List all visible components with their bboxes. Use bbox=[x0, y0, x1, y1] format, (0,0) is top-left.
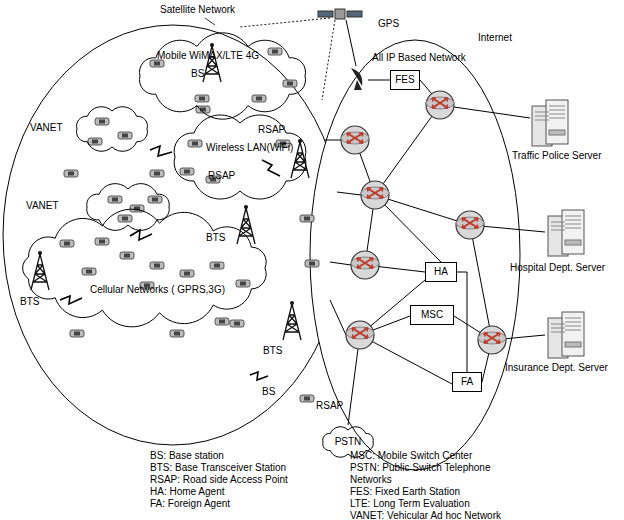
legend-text: FES: Fixed Earth Station bbox=[350, 486, 460, 498]
server-label: Hospital Dept. Server bbox=[510, 262, 605, 274]
vehicle-icon bbox=[150, 60, 164, 67]
server-label: Traffic Police Server bbox=[512, 150, 601, 162]
vehicle-icon bbox=[268, 48, 282, 55]
vehicle-icon bbox=[95, 238, 109, 245]
rsap-antenna bbox=[291, 139, 309, 178]
leader-line bbox=[205, 18, 215, 25]
vehicle-icon bbox=[88, 138, 102, 145]
vehicle-icon bbox=[300, 215, 314, 222]
legend-text: LTE: Long Term Evaluation bbox=[350, 498, 470, 510]
node-text: VANET bbox=[30, 122, 63, 134]
network-cloud: Cellular Networks ( GPRS,3G) bbox=[20, 218, 270, 318]
network-cloud: Mobile WiMAX/LTE 4G BS bbox=[135, 40, 310, 112]
vehicle-icon bbox=[150, 262, 164, 269]
ip-network-region bbox=[310, 40, 520, 470]
node-text: FES bbox=[395, 74, 414, 86]
legend-text: HA: Home Agent bbox=[150, 486, 224, 498]
vehicle-icon bbox=[170, 330, 184, 337]
earth-station-dish bbox=[351, 68, 362, 90]
station-box: FES bbox=[390, 70, 420, 90]
region-label: Internet bbox=[478, 32, 512, 44]
node-text: VANET bbox=[26, 200, 59, 212]
vehicle-icon bbox=[108, 196, 122, 203]
vehicle-icon bbox=[305, 260, 319, 267]
agent-box: FA bbox=[452, 372, 482, 392]
vehicle-icon bbox=[82, 268, 96, 275]
vehicle-icon bbox=[180, 270, 194, 277]
cloud-outline bbox=[20, 218, 270, 318]
cloud-outline bbox=[72, 106, 152, 152]
legend-text: MSC: Mobile Switch Center bbox=[350, 450, 472, 462]
bts-tower bbox=[237, 205, 255, 244]
vehicle-icon bbox=[236, 280, 250, 287]
vehicle-icon bbox=[120, 252, 134, 259]
vehicle-icon bbox=[95, 118, 109, 125]
agent-box: HA bbox=[425, 262, 457, 282]
node-text: FA bbox=[461, 376, 473, 388]
vehicle-icon bbox=[230, 320, 244, 327]
device-label: BS bbox=[262, 386, 275, 398]
satellite-link bbox=[346, 20, 356, 66]
bs-tower bbox=[203, 43, 221, 82]
vehicle-icon bbox=[64, 170, 78, 177]
vehicle-icon bbox=[118, 215, 132, 222]
legend-text: BTS: Base Transceiver Station bbox=[150, 462, 286, 474]
device-label: BTS bbox=[20, 296, 39, 308]
vehicle-icon bbox=[118, 132, 132, 139]
server-label: Insurance Dept. Server bbox=[505, 362, 608, 374]
vehicle-icon bbox=[283, 80, 297, 87]
bts-tower bbox=[31, 251, 49, 290]
node-text: MSC bbox=[421, 309, 443, 321]
vehicle-icon bbox=[148, 196, 162, 203]
switch-box: MSC bbox=[410, 305, 454, 325]
server-icon bbox=[548, 312, 584, 358]
legend-text: PSTN: Public Switch Telephone Networks bbox=[350, 462, 510, 485]
gps-satellite bbox=[318, 9, 362, 19]
legend-text: VANET: Vehicular Ad hoc Network bbox=[350, 510, 501, 520]
node-text: RSAP bbox=[258, 124, 285, 136]
node-text: BS bbox=[191, 68, 204, 80]
vehicle-icon bbox=[180, 168, 194, 175]
region-label: All IP Based Network bbox=[372, 52, 466, 64]
device-label: RSAP bbox=[316, 400, 343, 412]
region-label: Satellite Network bbox=[160, 4, 235, 16]
bts-tower bbox=[283, 301, 301, 340]
vehicle-icon bbox=[215, 318, 229, 325]
legend-text: RSAP: Road side Access Point bbox=[150, 474, 288, 486]
vehicle-icon bbox=[195, 95, 209, 102]
server-icon bbox=[532, 100, 568, 146]
legend-text: BS: Base station bbox=[150, 450, 224, 462]
network-cloud: RSAP Wireless LAN(WiFi) RSAP bbox=[170, 118, 310, 196]
node-text: Cellular Networks ( GPRS,3G) bbox=[90, 284, 225, 296]
vehicle-icon bbox=[300, 395, 314, 402]
satellite-network-region bbox=[3, 25, 343, 445]
network-link bbox=[457, 272, 467, 372]
node-text: HA bbox=[434, 266, 448, 278]
server-icon bbox=[548, 210, 584, 256]
node-text: Wireless LAN(WiFi) bbox=[206, 142, 293, 154]
vehicle-icon bbox=[70, 330, 84, 337]
legend-text: FA: Foreign Agent bbox=[150, 498, 230, 510]
node-text: Mobile WiMAX/LTE 4G bbox=[157, 50, 259, 62]
wireless-links bbox=[60, 146, 280, 380]
vehicle-icon bbox=[150, 170, 164, 177]
vehicle-icon bbox=[210, 262, 224, 269]
satellite-label: GPS bbox=[378, 18, 399, 30]
vehicle-icon bbox=[188, 140, 202, 147]
device-label: BTS bbox=[206, 232, 225, 244]
cloud-outline bbox=[170, 118, 310, 196]
vehicle-icon bbox=[252, 95, 266, 102]
network-links bbox=[325, 80, 545, 425]
device-label: BTS bbox=[263, 345, 282, 357]
node-text: RSAP bbox=[208, 170, 235, 182]
vehicle-icon bbox=[60, 240, 74, 247]
vanet-cloud: VANET bbox=[72, 106, 152, 152]
node-text: PSTN bbox=[335, 436, 362, 448]
